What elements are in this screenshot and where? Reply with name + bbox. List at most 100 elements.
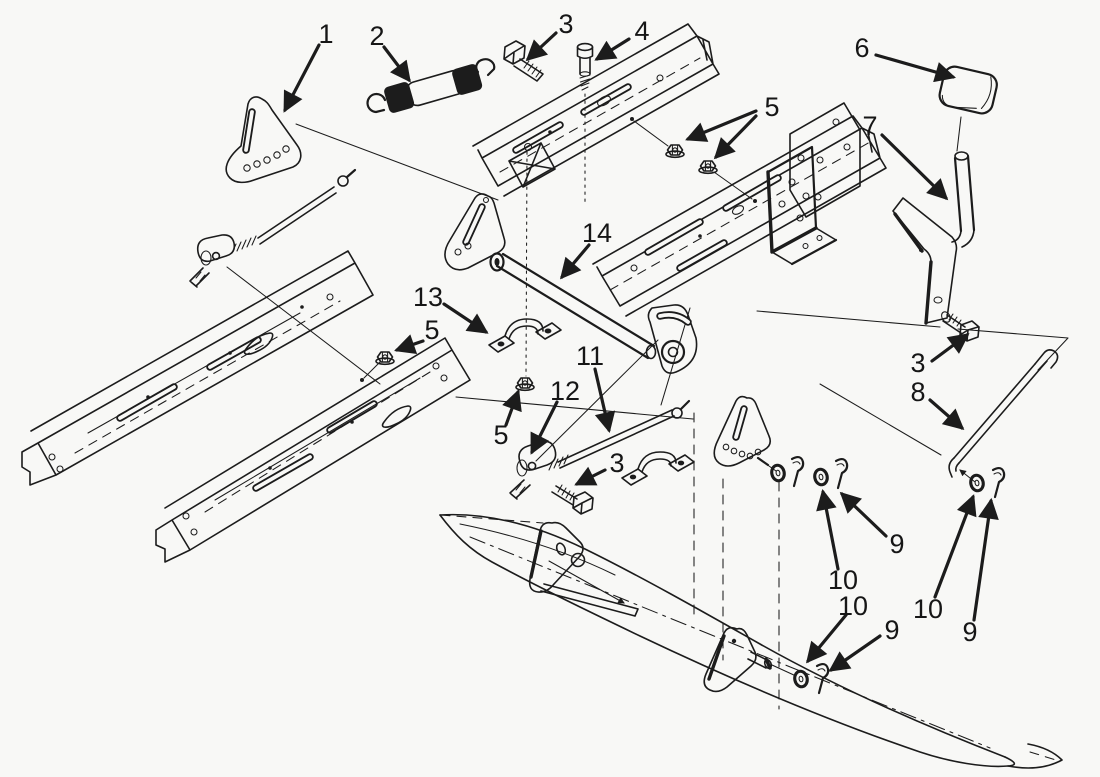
right-boss [660, 339, 686, 365]
flat-washer [967, 472, 987, 494]
callout-5a: 5 [685, 92, 780, 160]
callout-label-9c: 9 [962, 617, 977, 647]
bracket-holes [778, 178, 823, 250]
rail-slots-inner [254, 402, 376, 490]
callout-8: 8 [910, 377, 965, 431]
leader-line-1 [283, 43, 321, 113]
brace-outline [508, 142, 556, 188]
callout-label-8: 8 [910, 377, 925, 407]
callout-label-14: 14 [582, 218, 612, 248]
leader-line-6 [874, 53, 956, 83]
sector-bracket-1 [225, 96, 499, 201]
flat-washer [791, 668, 811, 690]
bolt-3-head [572, 491, 594, 515]
rail-body [592, 115, 887, 317]
rod-threads [548, 454, 569, 471]
leader-line-10a [816, 488, 840, 571]
leader-line-4 [594, 37, 631, 61]
clamp-tab-right [535, 322, 562, 340]
tab-rear-dot [731, 638, 737, 644]
callout-label-1: 1 [318, 19, 333, 49]
lift-lever-7 [892, 151, 980, 342]
flange-nuts [360, 120, 753, 392]
flange-nut [698, 160, 718, 175]
callout-label-12: 12 [550, 376, 580, 406]
link-rod-assembly [509, 399, 695, 515]
leader-line-3b [930, 333, 970, 363]
callout-label-9b: 9 [884, 615, 899, 645]
callout-label-11: 11 [576, 341, 604, 371]
bolt-hole-dot [360, 378, 364, 382]
rail-hidden-edge [609, 141, 871, 291]
leader-line-5a2 [713, 114, 758, 160]
callout-3b: 3 [910, 333, 970, 378]
assembly-reference-line [226, 266, 381, 385]
rail-hidden-edge [499, 57, 701, 173]
callout-9c: 9 [962, 497, 999, 647]
trunnion-stud [509, 479, 531, 500]
leader-line-5b [394, 334, 425, 355]
callout-label-3a: 3 [558, 9, 573, 39]
leader-line-3a [525, 31, 558, 62]
clamp-hole-right [544, 328, 552, 334]
clamp-bracket-13 [488, 151, 562, 377]
pan-centerline [469, 536, 991, 749]
rod-ball-end [671, 407, 683, 419]
rod-shaft [257, 186, 337, 245]
clamp-bracket-lower [621, 451, 695, 486]
callout-label-2: 2 [369, 21, 384, 51]
right-lever-slot-inner [658, 312, 690, 324]
clamp-arch [637, 451, 677, 473]
trunnion-12-body [518, 440, 557, 471]
leader-line-3c [574, 466, 607, 486]
callout-4: 4 [594, 16, 650, 61]
rail-right-lower [592, 115, 887, 317]
strap-dot [919, 248, 923, 252]
flange-nut [665, 144, 685, 159]
flat-washer [768, 462, 788, 484]
callout-5b: 5 [394, 315, 440, 355]
stud-reference-line [771, 664, 797, 677]
rail-hidden-edge [204, 371, 431, 513]
l-bracket [766, 145, 838, 266]
trunnion-hole [527, 461, 537, 471]
clamp-hole-left [497, 341, 505, 347]
oval-hole [597, 95, 611, 107]
plate-holes [722, 443, 762, 460]
callout-label-6: 6 [854, 33, 869, 63]
rod-shaft [953, 363, 1041, 464]
leader-line-9b [828, 634, 882, 672]
cross-brace-plate [508, 142, 556, 188]
knob-6 [938, 65, 998, 152]
callout-label-10c: 10 [913, 594, 943, 624]
pan-tip-curl [1007, 743, 1063, 769]
leader-line-5a1 [685, 109, 758, 142]
callout-2: 2 [369, 21, 411, 83]
hex-bolt-top [503, 40, 544, 82]
callout-label-5c: 5 [493, 420, 508, 450]
callout-11: 11 [576, 341, 616, 434]
mounting-holes [48, 293, 334, 473]
mounting-holes [182, 362, 448, 536]
foot-front-edge [790, 238, 838, 266]
stud-collar [941, 311, 951, 323]
tab-rear-dark-edge [707, 634, 726, 681]
stud-threads [515, 483, 526, 494]
leader-line-10c [933, 494, 977, 599]
left-hub [489, 252, 505, 272]
knob-face-line [941, 76, 992, 109]
callout-label-5a: 5 [764, 92, 779, 122]
pan-inner-line [459, 523, 616, 576]
right-lever-plate [647, 304, 698, 374]
pivot-stud [756, 456, 770, 467]
plate-slot-inner [734, 407, 746, 439]
lift-rod-8 [948, 349, 1059, 483]
clamp-tab-left [621, 468, 648, 486]
rail-right-upper [472, 23, 720, 197]
retainer-clip [991, 466, 1006, 499]
pan-tip-dashes [1029, 751, 1057, 761]
rail-slots-inner [514, 85, 630, 152]
callout-14: 14 [559, 218, 612, 280]
callout-9b: 9 [828, 615, 900, 672]
spring-coil-right [452, 64, 483, 95]
